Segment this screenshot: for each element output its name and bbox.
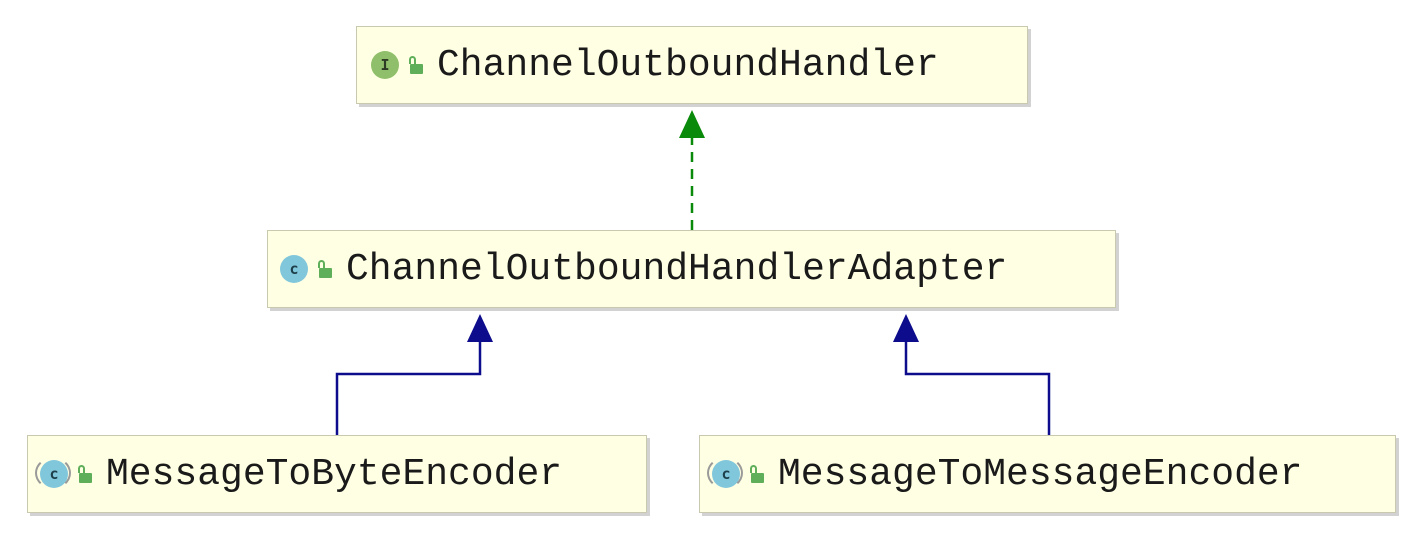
extends-edge-message-encoder (904, 342, 1051, 435)
node-label: ChannelOutboundHandler (437, 43, 939, 87)
node-channel-outbound-handler-adapter[interactable]: c ChannelOutboundHandlerAdapter (267, 230, 1116, 308)
implements-arrowhead (679, 110, 705, 138)
node-label: MessageToByteEncoder (106, 452, 563, 496)
class-icon: c (280, 255, 308, 283)
public-lock-icon (748, 465, 764, 483)
node-message-to-message-encoder[interactable]: c MessageToMessageEncoder (699, 435, 1396, 513)
public-lock-icon (76, 465, 92, 483)
extends-arrowhead-message-encoder (893, 314, 919, 342)
public-lock-icon (316, 260, 332, 278)
node-label: MessageToMessageEncoder (778, 452, 1303, 496)
extends-edge-byte-encoder (335, 342, 482, 435)
node-message-to-byte-encoder[interactable]: c MessageToByteEncoder (27, 435, 647, 513)
extends-arrowhead-byte-encoder (467, 314, 493, 342)
interface-icon: I (371, 51, 399, 79)
public-lock-icon (407, 56, 423, 74)
node-channel-outbound-handler[interactable]: I ChannelOutboundHandler (356, 26, 1028, 104)
abstract-class-icon: c (35, 457, 71, 489)
abstract-class-icon: c (707, 457, 743, 489)
node-label: ChannelOutboundHandlerAdapter (346, 247, 1008, 291)
